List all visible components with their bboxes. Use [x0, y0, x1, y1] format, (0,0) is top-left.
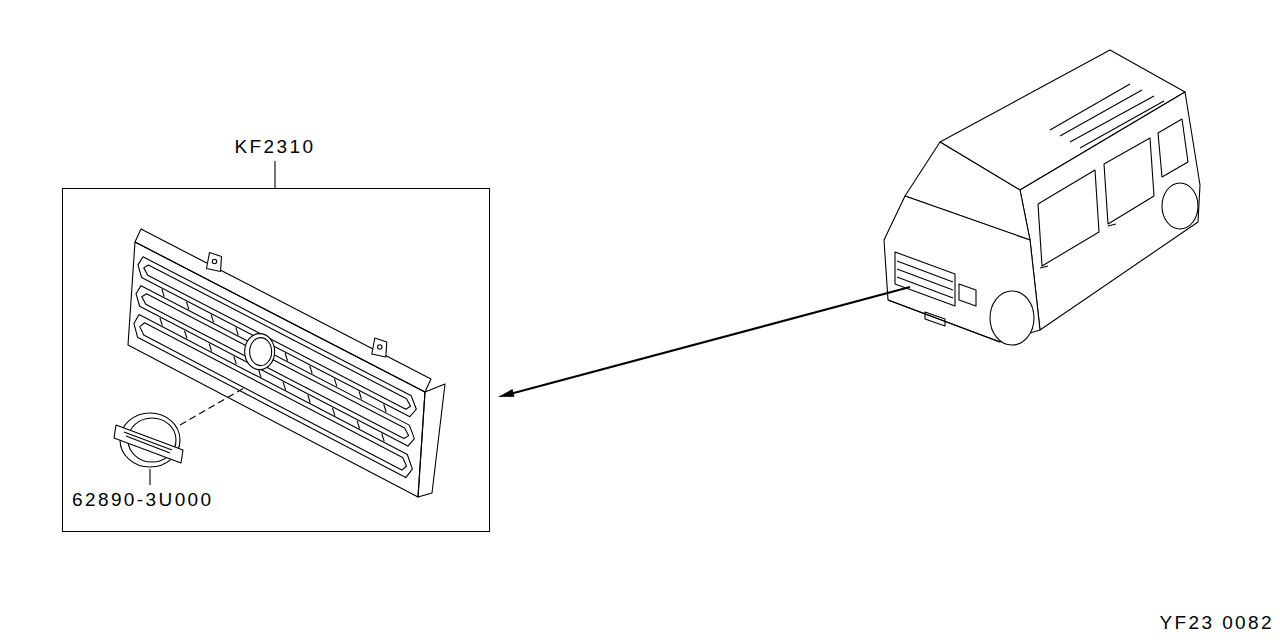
- slat-inner: [140, 323, 407, 470]
- slat-inner: [144, 265, 411, 409]
- car-grille-slats: [897, 261, 953, 298]
- car-wheel: [1162, 183, 1198, 229]
- grille-rib: [310, 366, 312, 374]
- assembly-line: [180, 388, 244, 425]
- mounting-tab: [207, 253, 222, 272]
- grille-drawing: [114, 161, 445, 497]
- roof-ribs: [1050, 84, 1164, 148]
- car-side: [1020, 92, 1200, 330]
- grille-rib: [186, 302, 188, 310]
- grille-rib: [384, 404, 386, 412]
- grille-rib: [258, 369, 260, 377]
- reference-code: KF2310: [235, 136, 316, 158]
- emblem-mount: [245, 334, 275, 370]
- grille-rib: [185, 331, 187, 339]
- figure-code: YF23 0082: [1159, 612, 1274, 634]
- grille-rib: [334, 379, 336, 387]
- tab-hole: [212, 259, 216, 263]
- car-wheel: [990, 291, 1034, 345]
- car-bumper: [888, 300, 1000, 342]
- grille-rib: [357, 421, 359, 429]
- grille-side: [418, 384, 445, 497]
- car-headlight: [959, 284, 976, 306]
- grille-rib: [283, 382, 285, 390]
- tab-hole: [378, 345, 382, 349]
- emblem-bar: [114, 425, 183, 463]
- grille-rib: [211, 315, 213, 323]
- grille-rib: [332, 408, 334, 416]
- grille-rib: [285, 353, 287, 361]
- car-window: [1104, 138, 1154, 224]
- grille-rib: [162, 289, 164, 297]
- grille-rib: [209, 344, 211, 352]
- emblem-part: [114, 388, 244, 485]
- slat-inner: [142, 294, 409, 439]
- mounting-tab: [372, 338, 387, 357]
- figure-frame: KF2310: [62, 188, 490, 532]
- grille-rib: [359, 391, 361, 399]
- leader-line: [274, 161, 275, 188]
- car-drawing: [884, 50, 1200, 345]
- grille-slat: [136, 286, 414, 446]
- emblem-lettering-marks: [124, 432, 172, 453]
- grille-rib: [234, 356, 236, 364]
- grille-rib: [236, 327, 238, 335]
- car-grille: [895, 252, 955, 306]
- leader-line: [149, 469, 150, 485]
- grille-rib: [382, 434, 384, 442]
- grille-slat: [138, 257, 416, 417]
- arrow-head: [498, 389, 515, 397]
- car-window: [1038, 170, 1099, 266]
- grille-rib: [160, 318, 162, 326]
- emblem-mount-inner: [250, 338, 272, 366]
- car-window: [1158, 119, 1188, 177]
- door-handles: [1040, 224, 1116, 268]
- view-arrow: [498, 287, 910, 397]
- arrow-line: [510, 287, 910, 394]
- grille-rib: [308, 395, 310, 403]
- part-number: 62890-3U000: [72, 489, 214, 511]
